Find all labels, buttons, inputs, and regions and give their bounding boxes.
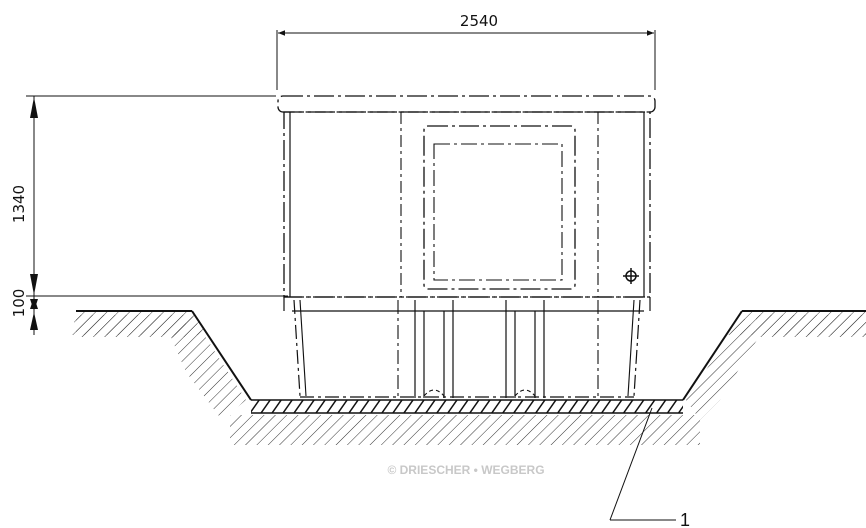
excavation-pit bbox=[0, 310, 866, 528]
copyright-text: © DRIESCHER • WEGBERG bbox=[387, 463, 544, 477]
gravel-bed bbox=[251, 400, 683, 413]
width-dimension: 2540 bbox=[276, 12, 656, 90]
callout-number: 1 bbox=[680, 510, 690, 528]
width-label: 2540 bbox=[460, 12, 498, 30]
height-body-label: 1340 bbox=[10, 185, 28, 223]
callout-1: 1 bbox=[609, 407, 690, 528]
door-panel bbox=[423, 125, 576, 290]
station-housing bbox=[277, 95, 656, 298]
plinth-label: 100 bbox=[10, 289, 28, 318]
foundation bbox=[283, 296, 651, 398]
